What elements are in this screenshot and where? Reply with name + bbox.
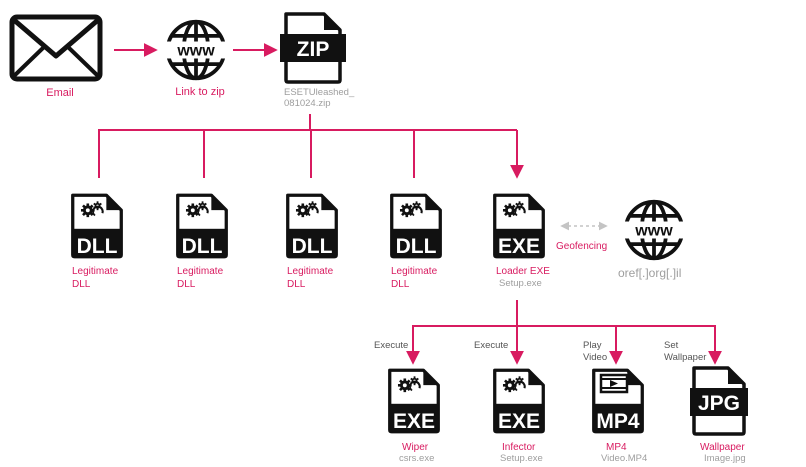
dll4-tag: DLL [396,235,437,258]
infector-tag: EXE [498,410,540,433]
dll3-label-line1: Legitimate [287,266,334,277]
mp4-tag: MP4 [596,410,640,433]
dll-file-icon: DLL [176,193,228,259]
wallpaper-action-line1: Set [664,340,679,351]
dll3-label-line2: DLL [287,279,306,290]
wiper-tag: EXE [393,410,435,433]
globe-www-icon [621,199,687,261]
exe-file-icon: EXE [388,368,440,434]
dll1-label-line2: DLL [72,279,91,290]
zip-filename-line1: ESETUleashed_ [284,87,355,98]
exe-file-icon: EXE [493,193,545,259]
connector-loader-to-row3 [406,300,722,365]
dll2-tag: DLL [182,235,223,258]
envelope-icon [9,14,103,82]
wiper-sub: csrs.exe [399,453,434,464]
dll1-label-line1: Legitimate [72,266,119,277]
link-label: Link to zip [175,86,225,98]
mp4-sub: Video.MP4 [601,453,647,464]
infector-action: Execute [474,340,508,351]
wallpaper-label: Wallpaper [700,442,745,453]
globe-www-icon [163,19,229,81]
zip-filename-line2: 081024.zip [284,98,330,109]
connector-zip-to-row2 [98,114,524,179]
zip-file-icon: ZIP [280,12,346,84]
dll-file-icon: DLL [390,193,442,259]
dll4-label-line1: Legitimate [391,266,438,277]
loader-sub: Setup.exe [499,278,542,289]
image-file-icon: JPG [690,366,748,436]
geo-domain: oref[.]org[.]il [618,266,681,280]
wallpaper-action-line2: Wallpaper [664,352,706,363]
loader-tag: EXE [498,235,540,258]
email-label: Email [46,87,74,99]
exe-file-icon: EXE [493,368,545,434]
wallpaper-tag: JPG [698,392,740,415]
dll2-label-line2: DLL [177,279,196,290]
wiper-action: Execute [374,340,408,351]
dll3-tag: DLL [292,235,333,258]
zip-tag: ZIP [297,38,330,61]
mp4-action-line2: Video [583,352,607,363]
dll-file-icon: DLL [71,193,123,259]
loader-label: Loader EXE [496,266,550,277]
geofencing-label: Geofencing [556,241,607,252]
wiper-label: Wiper [402,442,429,453]
mp4-label: MP4 [606,442,627,453]
infector-label: Infector [502,442,536,453]
infector-sub: Setup.exe [500,453,543,464]
video-file-icon: MP4 [592,368,644,434]
wallpaper-sub: Image.jpg [704,453,746,464]
dll-file-icon: DLL [286,193,338,259]
mp4-action-line1: Play [583,340,602,351]
dll4-label-line2: DLL [391,279,410,290]
dll2-label-line1: Legitimate [177,266,224,277]
dll1-tag: DLL [77,235,118,258]
